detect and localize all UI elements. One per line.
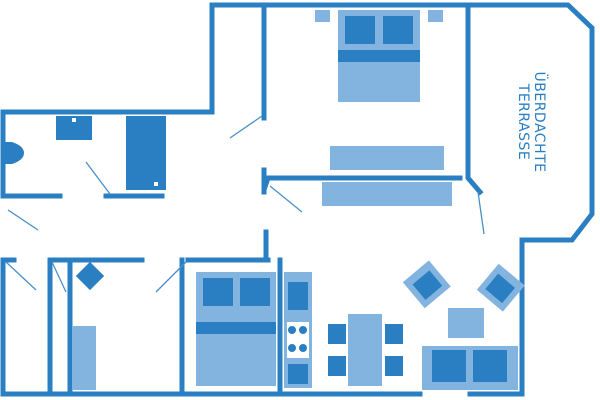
- door-swing-bedroom1: [229, 115, 263, 139]
- armchair-right: [476, 263, 525, 312]
- sofa-cushion-right: [473, 350, 507, 382]
- closet-shelf: [72, 326, 96, 390]
- door-swings: [5, 115, 485, 293]
- bedroom-2: [196, 272, 276, 386]
- bathroom: [5, 116, 166, 190]
- burner: [288, 344, 296, 352]
- closet: [72, 261, 105, 390]
- door-swing-terrace: [477, 191, 485, 235]
- walls: [0, 2, 595, 397]
- closet-chair: [75, 261, 105, 291]
- terrace-label: ÜBERDACHTE TERRASSE: [515, 72, 549, 173]
- burner: [299, 344, 307, 352]
- shower-drain: [154, 182, 158, 186]
- dining-table: [348, 314, 382, 386]
- pillow-right: [383, 16, 413, 44]
- fridge: [288, 364, 308, 384]
- pillow-2-right: [240, 278, 270, 306]
- pillow-2-left: [203, 278, 233, 306]
- kitchen: [284, 272, 312, 388]
- dining-chair: [328, 356, 346, 376]
- bedroom-1: [315, 10, 452, 206]
- door-swing-closet: [51, 261, 67, 293]
- terrace-wall: [465, 2, 484, 196]
- door-swing-bathroom: [85, 161, 111, 195]
- coffee-table: [448, 308, 484, 338]
- dining-chair: [385, 356, 403, 376]
- dining-chair: [328, 324, 346, 344]
- sink: [288, 282, 308, 310]
- nightstand-left: [315, 10, 330, 22]
- dining-chair: [385, 324, 403, 344]
- bathroom-wall: [0, 109, 215, 199]
- toilet: [5, 142, 24, 164]
- sideboard: [322, 182, 452, 206]
- living-area: [402, 260, 525, 390]
- burner: [299, 326, 307, 334]
- nightstand-right: [428, 10, 443, 22]
- armchair-left: [402, 260, 451, 309]
- washbasin-tap: [72, 118, 76, 122]
- pillow-left: [345, 16, 375, 44]
- wardrobe: [330, 146, 444, 170]
- door-swing-wc: [7, 209, 39, 231]
- door-swing-storage: [5, 261, 37, 291]
- door-swing-lr: [269, 185, 303, 213]
- duvet-band-2: [196, 322, 276, 334]
- shower: [126, 116, 166, 190]
- dining: [328, 314, 403, 386]
- duvet-band: [338, 50, 420, 62]
- terrace-label-line2: TERRASSE: [515, 83, 531, 160]
- terrace-label-line1: ÜBERDACHTE: [531, 72, 549, 173]
- outer-wall-top-right: [209, 2, 595, 397]
- sofa-cushion-left: [432, 350, 466, 382]
- door-swing-bedroom2: [155, 261, 187, 293]
- burner: [288, 326, 296, 334]
